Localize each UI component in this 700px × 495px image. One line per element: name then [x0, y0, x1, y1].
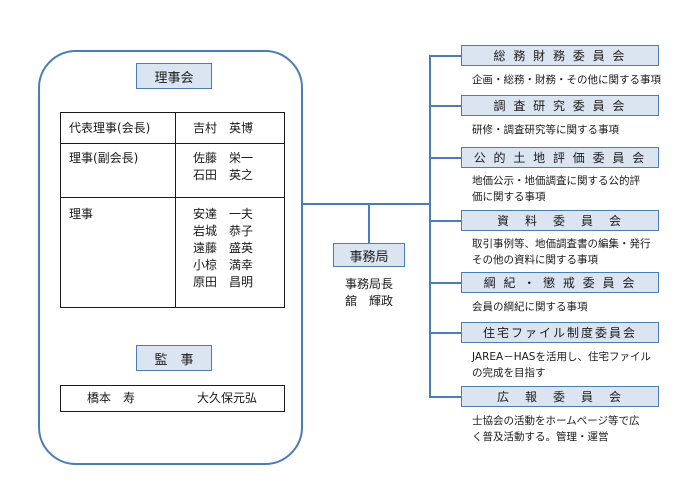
table-row: 理事(副会長) 佐藤 栄一 石田 英之 [61, 143, 284, 198]
connector-board-to-trunk [303, 203, 430, 205]
committee-housing-file: 住宅ファイル制度委員会 [461, 322, 659, 343]
board-members-table: 代表理事(会長) 吉村 英博 理事(副会長) 佐藤 栄一 石田 英之 理事 安達… [60, 112, 285, 308]
committee-public-land-valuation: 公 的 土 地 評 価 委 員 会 [461, 147, 659, 168]
connector-committee-branch [429, 220, 461, 222]
committee-public-relations: 広 報 委 員 会 [461, 386, 659, 407]
committee-public-land-valuation-desc: 地価公示・地価調査に関する公的評 価に関する事項 [472, 175, 640, 203]
auditor-name: 大久保元弘 [197, 391, 258, 405]
table-divider [175, 113, 176, 307]
names-cell: 吉村 英博 [193, 121, 254, 135]
connector-committee-branch [429, 105, 461, 107]
committee-discipline-desc: 会員の綱紀に関する事項 [472, 301, 588, 313]
connector-trunk [429, 55, 431, 397]
committee-materials-desc: 取引事例等、地価調査書の編集・発行 その他の資料に関する事項 [472, 238, 651, 266]
table-row: 理事 安達 一夫 岩城 恭子 遠藤 盛英 小椋 満幸 原田 昌明 [61, 197, 284, 307]
auditor-name: 橋本 寿 [87, 391, 136, 405]
auditors-title: 監 事 [136, 345, 212, 371]
committee-housing-file-desc: JAREA－HASを活用し、住宅ファイル の完成を目指す [472, 351, 651, 379]
connector-committee-branch [429, 332, 461, 334]
office-head-name: 舘 輝政 [344, 294, 393, 308]
table-row: 代表理事(会長) 吉村 英博 [61, 113, 284, 144]
role-cell: 理事 [69, 207, 94, 221]
connector-committee-branch [429, 282, 461, 284]
committee-research: 調 査 研 究 委 員 会 [461, 95, 659, 116]
role-cell: 代表理事(会長) [69, 121, 151, 135]
connector-committee-branch [429, 157, 461, 159]
connector-office-stem [368, 203, 370, 243]
connector-committee-branch [429, 396, 461, 398]
committee-general-affairs-finance-desc: 企画・総務・財務・その他に関する事項 [472, 74, 661, 86]
board-title: 理事会 [136, 63, 212, 89]
office-head-title: 事務局長 [344, 277, 393, 291]
names-cell: 佐藤 栄一 石田 英之 [193, 151, 254, 182]
role-cell: 理事(副会長) [69, 151, 139, 165]
connector-committee-branch [429, 55, 461, 57]
committee-general-affairs-finance: 総 務 財 務 委 員 会 [461, 45, 659, 66]
office-title: 事務局 [333, 243, 405, 267]
committee-research-desc: 研修・調査研究等に関する事項 [472, 124, 619, 136]
committee-public-relations-desc: 士協会の活動をホームページ等で広 く普及活動する。管理・運営 [472, 415, 640, 443]
names-cell: 安達 一夫 岩城 恭子 遠藤 盛英 小椋 満幸 原田 昌明 [193, 207, 254, 289]
auditors-table: 橋本 寿 大久保元弘 [60, 385, 285, 412]
board-container [38, 50, 303, 465]
committee-discipline: 綱 紀 ・ 懲 戒 委 員 会 [461, 272, 659, 293]
committee-materials: 資 料 委 員 会 [461, 210, 659, 231]
